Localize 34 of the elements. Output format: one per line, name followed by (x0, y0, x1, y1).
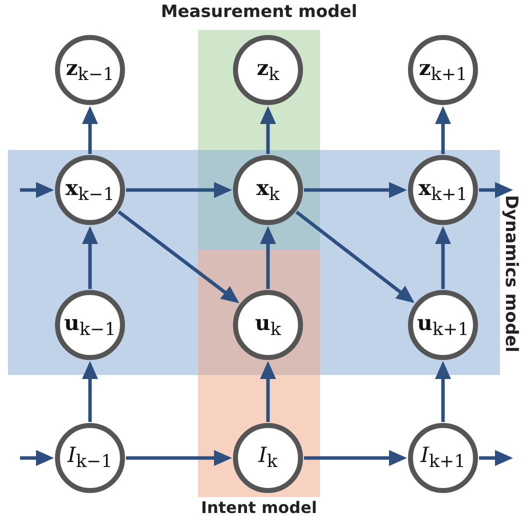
variable-label: x$_{k−1}$ (66, 174, 114, 206)
variable-label: I$_{k}$ (258, 443, 278, 473)
arrow (260, 361, 276, 422)
variable-label: z$_{k+1}$ (418, 54, 468, 86)
band-title: Intent model (201, 498, 317, 517)
arrow (82, 361, 98, 422)
variable-label: u$_{k}$ (255, 310, 281, 340)
variable-label: x$_{k+1}$ (418, 174, 468, 206)
band-title: Measurement model (160, 2, 358, 22)
arrow (260, 106, 276, 154)
arrow (304, 450, 407, 466)
arrow (20, 182, 54, 198)
arrow (435, 226, 451, 289)
arrow (479, 450, 513, 466)
variable-label: z$_{k}$ (256, 54, 280, 86)
variable-label: I$_{k+1}$ (420, 443, 466, 473)
variable-label: x$_{k}$ (256, 174, 280, 206)
variable-label: u$_{k+1}$ (417, 310, 469, 340)
variable-label: I$_{k−1}$ (68, 443, 112, 473)
variable-label: u$_{k−1}$ (64, 310, 116, 340)
arrow (126, 182, 232, 198)
arrow (479, 182, 513, 198)
arrow (118, 210, 240, 304)
arrow (82, 226, 98, 289)
variable-label: z$_{k−1}$ (66, 54, 114, 86)
band-title: Dynamics model (501, 195, 521, 352)
arrow (295, 210, 414, 303)
arrow (435, 106, 451, 154)
arrow (82, 106, 98, 154)
arrow (260, 226, 276, 289)
arrow (126, 450, 232, 466)
arrow (304, 182, 407, 198)
arrow (435, 361, 451, 422)
arrow (20, 450, 54, 466)
